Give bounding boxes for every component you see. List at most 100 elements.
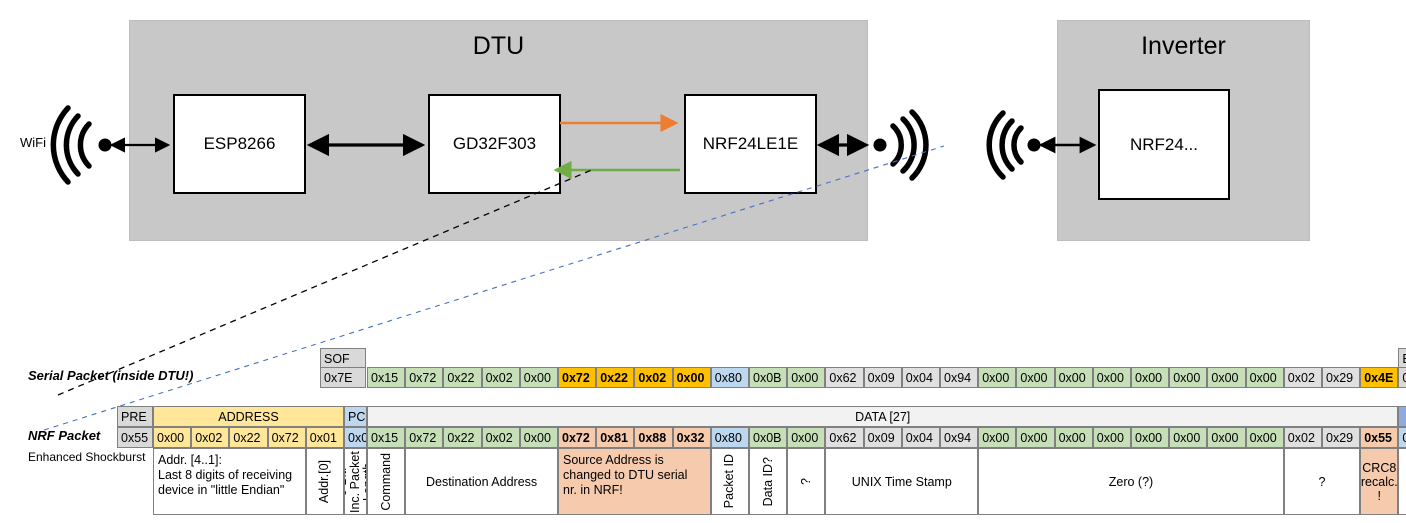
nrf-pre-value: 0x55 <box>117 427 153 448</box>
annotation-addr0: Addr.[0] <box>305 448 344 515</box>
serial-byte-24: 0x02 <box>1283 367 1322 388</box>
serial-byte-17: 0x00 <box>1016 367 1055 388</box>
serial-byte-11: 0x00 <box>787 367 826 388</box>
nrf-byte-23: 0x00 <box>1245 427 1284 448</box>
nrf-byte-24: 0x02 <box>1283 427 1322 448</box>
annotation-question: ? <box>1283 448 1361 515</box>
serial-byte-22: 0x00 <box>1207 367 1246 388</box>
serial-byte-18: 0x00 <box>1054 367 1093 388</box>
chip-nrf24: NRF24... <box>1098 89 1230 200</box>
serial-byte-25: 0x29 <box>1322 367 1361 388</box>
serial-byte-8: 0x00 <box>672 367 711 388</box>
chip-nrf24le1e-label: NRF24LE1E <box>702 134 799 153</box>
nrf-address-byte-1: 0x02 <box>191 427 230 448</box>
nrf-byte-26: 0x55 <box>1360 427 1399 448</box>
chip-esp8266-label: ESP8266 <box>203 134 276 153</box>
serial-eof-value: 0x7F <box>1398 367 1406 388</box>
annotation-tilde: ? <box>787 448 826 515</box>
nrf-pcf-value: 0x0DA <box>344 427 367 448</box>
nrf-byte-8: 0x32 <box>672 427 711 448</box>
nrf-pcf-header: PCF <box>344 406 367 427</box>
serial-byte-14: 0x04 <box>901 367 940 388</box>
serial-byte-2: 0x22 <box>443 367 482 388</box>
nrf-byte-15: 0x94 <box>940 427 979 448</box>
serial-byte-0: 0x15 <box>367 367 406 388</box>
nrf-byte-18: 0x00 <box>1054 427 1093 448</box>
serial-byte-19: 0x00 <box>1092 367 1131 388</box>
serial-byte-7: 0x02 <box>634 367 673 388</box>
chip-nrf24-label: NRF24... <box>1129 134 1199 154</box>
nrf-byte-4: 0x00 <box>519 427 558 448</box>
serial-byte-26: 0x4E <box>1360 367 1399 388</box>
serial-byte-3: 0x02 <box>481 367 520 388</box>
annotation-nrf-crc-note: Generatedautomatically.Dont Care! <box>1398 448 1406 515</box>
chip-gd32f303-label: GD32F303 <box>452 134 537 153</box>
nrf-byte-5: 0x72 <box>558 427 597 448</box>
enhanced-shockburst-label: Enhanced Shockburst <box>28 450 146 464</box>
annotation-packet-id: Packet ID <box>710 448 749 515</box>
nrf-crc-byte-0: 0x.. <box>1398 427 1406 448</box>
inverter-title: Inverter <box>1141 32 1226 60</box>
nrf-byte-20: 0x00 <box>1131 427 1170 448</box>
nrf-byte-19: 0x00 <box>1092 427 1131 448</box>
serial-byte-1: 0x72 <box>405 367 444 388</box>
chip-gd32f303: GD32F303 <box>428 94 561 194</box>
nrf-pre-header: PRE <box>117 406 153 427</box>
annotation-zero: Zero (?) <box>978 448 1284 515</box>
nrf-address-byte-0: 0x00 <box>153 427 192 448</box>
nrf-byte-1: 0x72 <box>405 427 444 448</box>
block-diagram: DTU ESP8266 GD32F303 NRF24LE1E Inverter … <box>20 20 1310 241</box>
chip-esp8266: ESP8266 <box>173 94 306 194</box>
nrf-byte-7: 0x88 <box>634 427 673 448</box>
serial-byte-10: 0x0B <box>749 367 788 388</box>
nrf-byte-13: 0x09 <box>863 427 902 448</box>
nrf-byte-6: 0x81 <box>596 427 635 448</box>
nrf-crc-header: NRF CRC <box>1398 406 1406 427</box>
serial-eof-header: EOF <box>1398 348 1406 369</box>
nrf-byte-3: 0x02 <box>481 427 520 448</box>
nrf-byte-21: 0x00 <box>1169 427 1208 448</box>
serial-byte-12: 0x62 <box>825 367 864 388</box>
serial-byte-20: 0x00 <box>1131 367 1170 388</box>
nrf-data-header: DATA [27] <box>367 406 1399 427</box>
nrf-address-byte-4: 0x01 <box>305 427 344 448</box>
nrf-packet-label: NRF Packet <box>28 428 101 443</box>
nrf-byte-11: 0x00 <box>787 427 826 448</box>
serial-byte-23: 0x00 <box>1245 367 1284 388</box>
dtu-title: DTU <box>472 32 525 60</box>
nrf-byte-10: 0x0B <box>749 427 788 448</box>
nrf-byte-17: 0x00 <box>1016 427 1055 448</box>
annotation-command: Command <box>367 448 406 515</box>
serial-byte-9: 0x80 <box>710 367 749 388</box>
nrf-byte-2: 0x22 <box>443 427 482 448</box>
serial-sof-header: SOF <box>320 348 366 369</box>
serial-byte-13: 0x09 <box>863 367 902 388</box>
nrf-byte-16: 0x00 <box>978 427 1017 448</box>
serial-packet-label: Serial Packet (inside DTU!) <box>28 368 194 383</box>
nrf-byte-0: 0x15 <box>367 427 406 448</box>
nrf-address-byte-3: 0x72 <box>267 427 306 448</box>
serial-byte-21: 0x00 <box>1169 367 1208 388</box>
serial-byte-16: 0x00 <box>978 367 1017 388</box>
nrf-address-header: ADDRESS <box>153 406 344 427</box>
annotation-unix-time-stamp: UNIX Time Stamp <box>825 448 979 515</box>
serial-byte-5: 0x72 <box>558 367 597 388</box>
nrf-byte-14: 0x04 <box>901 427 940 448</box>
nrf-byte-22: 0x00 <box>1207 427 1246 448</box>
serial-byte-4: 0x00 <box>519 367 558 388</box>
chip-nrf24le1e: NRF24LE1E <box>684 94 817 194</box>
annotation-data-id: Data ID? <box>749 448 788 515</box>
wifi-label: WiFi <box>20 135 46 150</box>
serial-sof-value: 0x7E <box>320 367 366 388</box>
nrf-byte-9: 0x80 <box>710 427 749 448</box>
nrf-address-byte-2: 0x22 <box>229 427 268 448</box>
annotation-destination-address: Destination Address <box>405 448 558 515</box>
nrf-byte-12: 0x62 <box>825 427 864 448</box>
serial-byte-6: 0x22 <box>596 367 635 388</box>
nrf-byte-25: 0x29 <box>1322 427 1361 448</box>
serial-byte-15: 0x94 <box>940 367 979 388</box>
